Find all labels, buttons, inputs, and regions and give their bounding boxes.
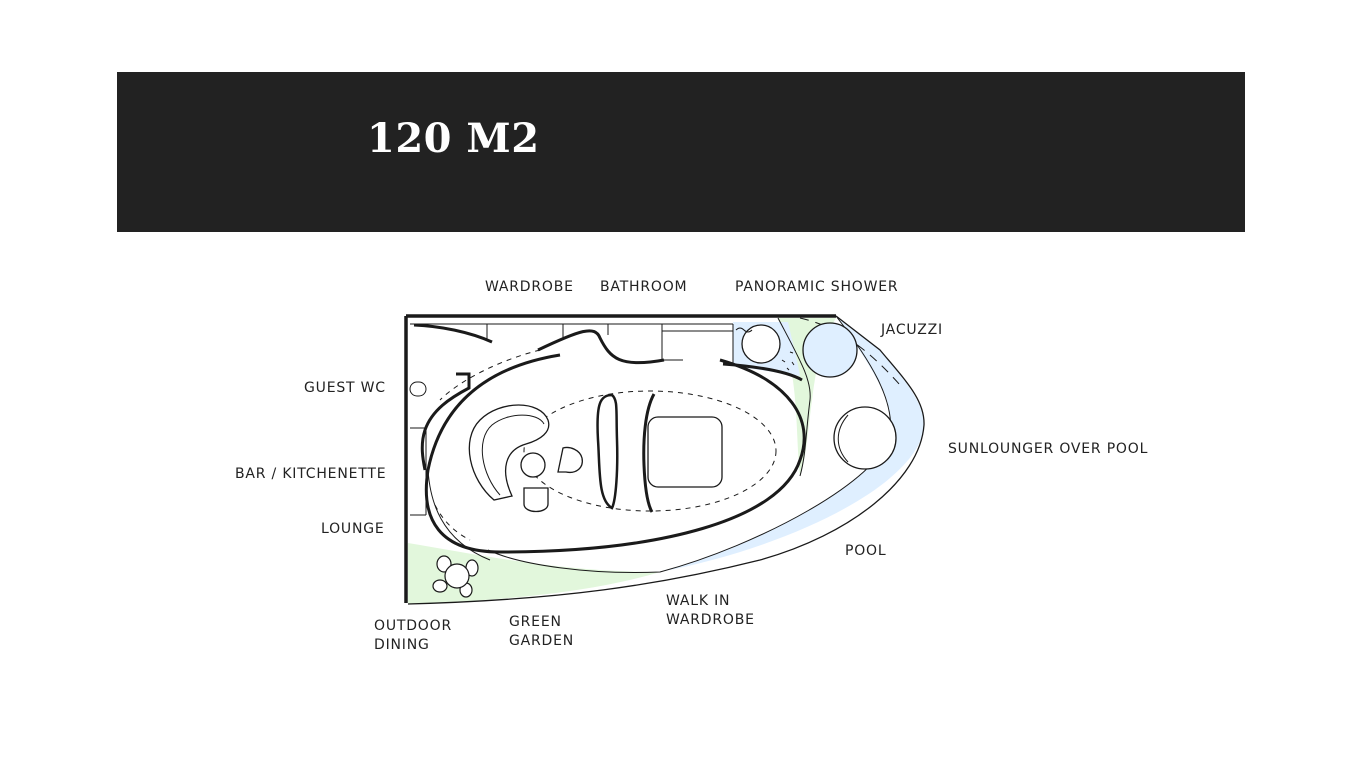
label-lounge: LOUNGE: [321, 521, 385, 537]
living-room-oval: [424, 353, 806, 554]
label-guest-wc: GUEST WC: [304, 380, 386, 396]
coffee-table: [520, 452, 546, 478]
label-walk-in-wardrobe: WALK IN WARDROBE: [666, 592, 755, 630]
dashed-zone: [434, 349, 541, 541]
sunlounger: [833, 406, 897, 470]
label-bathroom: BATHROOM: [600, 279, 688, 295]
terrace-edge: [407, 315, 925, 605]
shower-stones: [781, 351, 795, 371]
partition-wall: [596, 393, 619, 510]
label-line: OUTDOOR: [374, 618, 452, 634]
shower-tray: [741, 324, 781, 364]
armchair: [557, 446, 583, 474]
label-panoramic-shower: PANORAMIC SHOWER: [735, 279, 899, 295]
label-line: GREEN: [509, 614, 562, 630]
label-line: WARDROBE: [666, 612, 755, 628]
wardrobe-wall: [413, 323, 493, 344]
shower-water-line: [735, 327, 753, 333]
bathroom-wall: [537, 329, 665, 365]
cabinet-divider: [486, 324, 734, 366]
label-bar-kitchenette: BAR / KITCHENETTE: [235, 466, 387, 482]
lounge-sofa-inner: [481, 414, 545, 496]
label-line: DINING: [374, 637, 430, 653]
jacuzzi-tub: [802, 322, 858, 378]
partition-wall: [642, 393, 656, 513]
label-sunlounger-over-pool: SUNLOUNGER OVER POOL: [948, 441, 1149, 457]
lounge-sofa: [468, 404, 550, 501]
bed: [647, 416, 723, 488]
label-jacuzzi: JACUZZI: [881, 322, 943, 338]
garden-edge: [777, 317, 811, 477]
label-wardrobe: WARDROBE: [485, 279, 574, 295]
walk-in-wardrobe-curve: [487, 434, 891, 574]
outdoor-dining-table: [432, 555, 479, 598]
label-outdoor-dining: OUTDOOR DINING: [374, 617, 452, 655]
label-green-garden: GREEN GARDEN: [509, 613, 574, 651]
label-line: GARDEN: [509, 633, 575, 649]
pouf: [523, 487, 549, 513]
label-pool: POOL: [845, 543, 887, 559]
cabinet-line: [410, 323, 733, 332]
header-banner: 120 M2: [117, 72, 1245, 232]
sunlounger-inner: [837, 414, 849, 463]
page-title: 120 M2: [367, 115, 540, 162]
oval-outer-curve: [427, 469, 491, 561]
wc-toilet: [409, 381, 427, 397]
pool-zone: [660, 316, 925, 572]
guest-wc-wall: [420, 372, 471, 471]
label-line: WALK IN: [666, 593, 731, 609]
